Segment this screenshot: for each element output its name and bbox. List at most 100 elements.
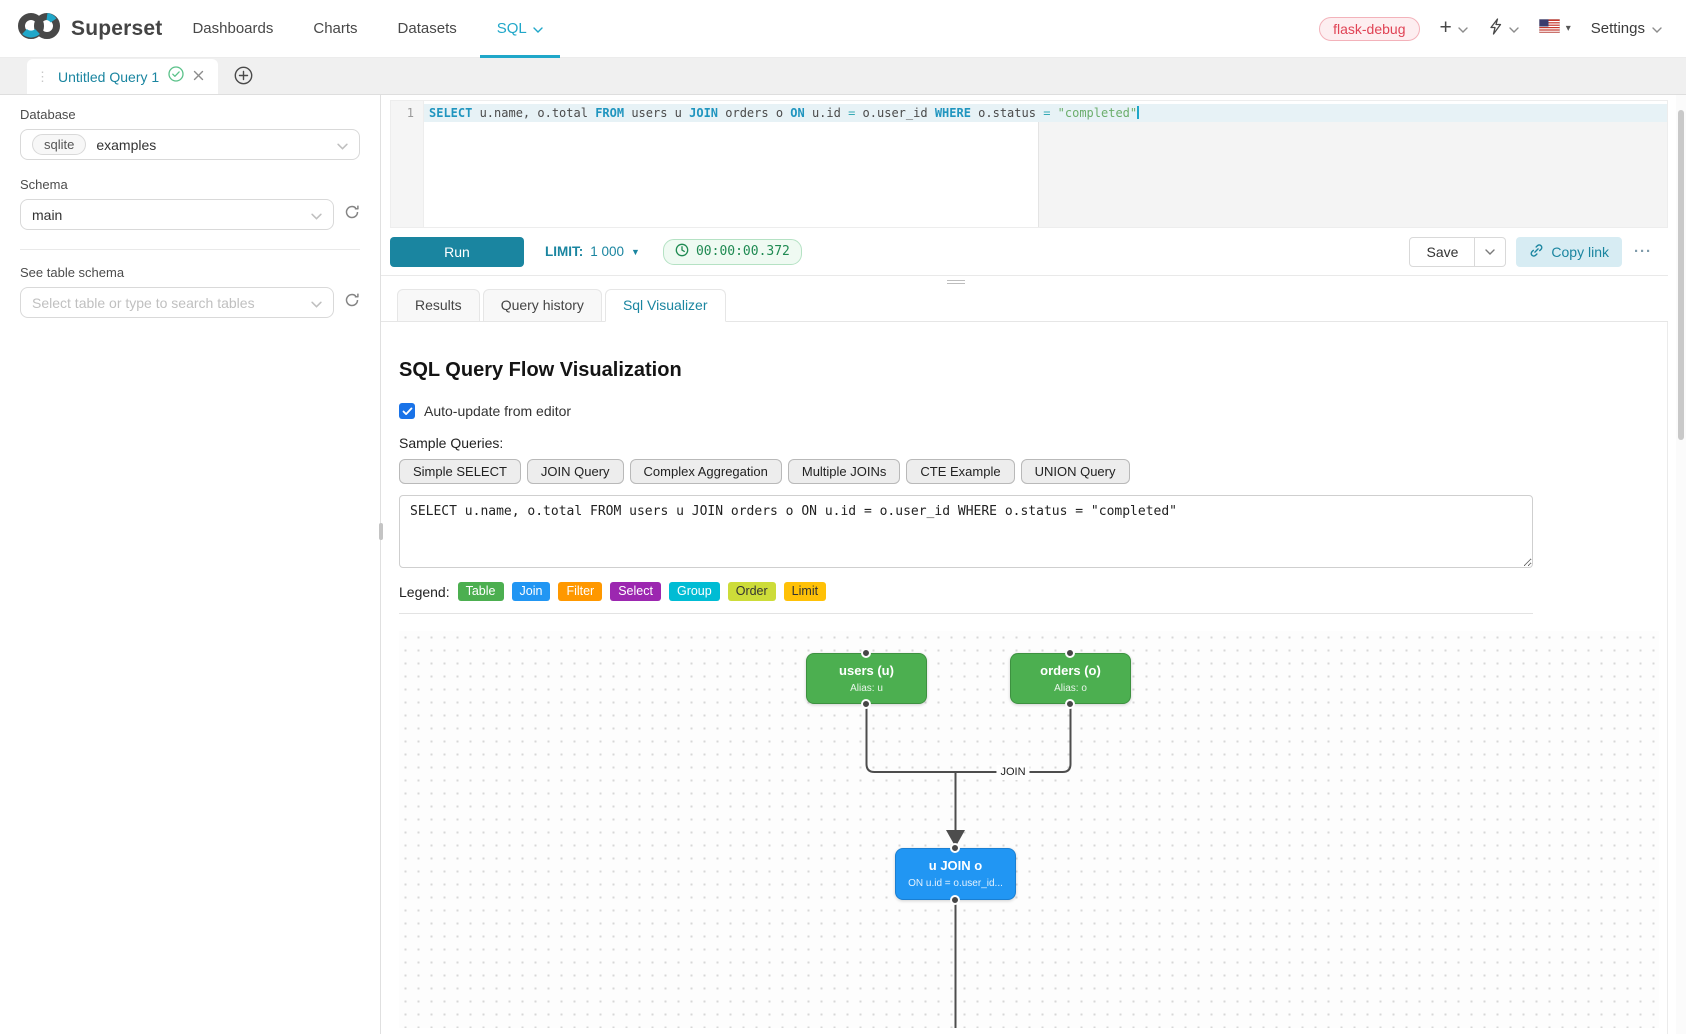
new-item-menu[interactable]: + [1439, 16, 1468, 39]
navbar-right: flask-debug + [1319, 16, 1662, 41]
node-handle [861, 648, 871, 658]
text-cursor [1137, 106, 1140, 119]
legend-chip-group: Group [668, 582, 720, 601]
more-actions-button[interactable]: ··· [1634, 243, 1652, 260]
editor-code-area[interactable]: SELECT u.name, o.total FROM users u JOIN… [424, 101, 1667, 227]
legend-chip-join: Join [511, 582, 551, 601]
new-query-tab-button[interactable] [234, 66, 253, 85]
sample-simple-select-button[interactable]: Simple SELECT [399, 459, 521, 484]
query-tab-untitled[interactable]: ⋮ Untitled Query 1 [27, 59, 219, 94]
legend-label: Legend: [399, 583, 450, 600]
run-query-button[interactable]: Run [390, 236, 524, 267]
pane-resize-handle[interactable] [947, 280, 965, 286]
flow-node-users[interactable]: users (u) Alias: u [806, 653, 927, 704]
page-scrollbar[interactable] [1676, 95, 1686, 1034]
auto-update-row: Auto-update from editor [399, 403, 1659, 419]
table-select[interactable]: Select table or type to search tables [20, 287, 334, 318]
sql-lab-sidebar: Database sqlite examples Schema main [0, 95, 383, 1034]
query-tab-title: Untitled Query 1 [58, 68, 160, 85]
environment-badge: flask-debug [1319, 16, 1420, 41]
chevron-down-icon [311, 295, 322, 311]
flow-node-join[interactable]: u JOIN o ON u.id = o.user_id... [895, 848, 1016, 900]
sql-line-1: SELECT u.name, o.total FROM users u JOIN… [429, 106, 1140, 120]
legend-chip-select: Select [610, 582, 661, 601]
query-tab-strip: ⋮ Untitled Query 1 [0, 58, 1686, 95]
flow-node-orders[interactable]: orders (o) Alias: o [1010, 653, 1131, 704]
check-circle-icon [168, 66, 184, 87]
top-navbar: Superset Dashboards Charts Datasets SQL … [0, 0, 1686, 58]
node-handle [861, 699, 871, 709]
table-select-placeholder: Select table or type to search tables [32, 294, 255, 311]
refresh-schemas-icon[interactable] [344, 204, 360, 225]
node-handle [1065, 699, 1075, 709]
sql-visualizer-panel: SQL Query Flow Visualization Auto-update… [381, 322, 1668, 1034]
sql-code-editor[interactable]: 1 SELECT u.name, o.total FROM users u JO… [390, 100, 1668, 228]
clock-icon [675, 243, 689, 261]
sample-union-query-button[interactable]: UNION Query [1020, 459, 1130, 484]
sample-multiple-joins-button[interactable]: Multiple JOINs [787, 459, 901, 484]
auto-update-checkbox[interactable] [399, 403, 415, 419]
sample-queries-row: Simple SELECT JOIN Query Complex Aggrega… [399, 459, 1659, 484]
line-number: 1 [406, 106, 414, 120]
sample-cte-example-button[interactable]: CTE Example [906, 459, 1015, 484]
chevron-down-icon [1458, 20, 1468, 38]
legend-chip-limit: Limit [783, 582, 827, 601]
close-tab-icon[interactable] [193, 68, 204, 86]
schema-select-value: main [32, 206, 63, 223]
node-handle [950, 895, 960, 905]
sql-editor-pane: 1 SELECT u.name, o.total FROM users u JO… [381, 95, 1686, 1034]
save-button[interactable]: Save [1409, 236, 1476, 267]
settings-menu[interactable]: Settings [1591, 20, 1662, 37]
save-split-button: Save [1409, 236, 1507, 267]
sample-complex-aggregation-button[interactable]: Complex Aggregation [629, 459, 782, 484]
editor-offpage-area [1038, 122, 1667, 227]
sidebar-resize-handle[interactable] [379, 523, 383, 540]
caret-down-icon: ▾ [1565, 23, 1571, 34]
nav-sql[interactable]: SQL [479, 0, 560, 58]
query-shortcut-menu[interactable] [1488, 17, 1519, 40]
us-flag-icon [1538, 18, 1561, 38]
main-nav: Dashboards Charts Datasets SQL [192, 0, 560, 58]
query-text-input[interactable]: SELECT u.name, o.total FROM users u JOIN… [399, 495, 1533, 568]
editor-active-line [424, 104, 1667, 122]
pane-divider [381, 275, 1668, 288]
auto-update-label: Auto-update from editor [424, 403, 572, 419]
editor-toolbar: Run LIMIT: 1 000 ▼ 00:00:00.372 Save [381, 228, 1668, 275]
database-select-value: examples [96, 136, 157, 153]
tab-results[interactable]: Results [397, 289, 480, 322]
query-flow-canvas[interactable]: JOIN users (u) Alias: u orders (o) Alias… [399, 631, 1659, 1028]
chevron-down-icon [337, 137, 348, 153]
tab-query-history[interactable]: Query history [482, 289, 602, 322]
nav-charts[interactable]: Charts [313, 20, 358, 37]
drag-handle-icon[interactable]: ⋮ [36, 68, 49, 84]
nav-datasets[interactable]: Datasets [397, 20, 457, 37]
workspace: Database sqlite examples Schema main [0, 95, 1686, 1034]
sample-queries-label: Sample Queries: [399, 435, 504, 451]
tab-sql-visualizer[interactable]: Sql Visualizer [604, 289, 726, 322]
nav-dashboards[interactable]: Dashboards [192, 20, 274, 37]
scrollbar-thumb[interactable] [1678, 110, 1684, 440]
node-handle [1065, 648, 1075, 658]
page-title: SQL Query Flow Visualization [399, 359, 682, 381]
link-icon [1529, 243, 1544, 261]
schema-select[interactable]: main [20, 199, 334, 230]
refresh-tables-icon[interactable] [344, 292, 360, 313]
join-edge-label: JOIN [996, 765, 1030, 780]
sample-join-query-button[interactable]: JOIN Query [526, 459, 624, 484]
chevron-down-icon [533, 20, 543, 37]
plus-icon: + [1439, 16, 1452, 39]
save-options-caret[interactable] [1475, 236, 1507, 267]
query-timer-badge: 00:00:00.372 [662, 238, 802, 265]
results-tab-bar: Results Query history Sql Visualizer [381, 288, 1668, 322]
limit-dropdown[interactable]: LIMIT: 1 000 ▼ [545, 244, 640, 259]
superset-logo[interactable]: Superset [16, 10, 162, 47]
language-selector[interactable]: ▾ [1538, 18, 1571, 38]
database-select[interactable]: sqlite examples [20, 129, 360, 160]
database-label: Database [20, 107, 76, 122]
chevron-down-icon [311, 207, 322, 223]
node-handle [950, 843, 960, 853]
caret-down-icon: ▼ [631, 246, 640, 257]
legend-divider [399, 613, 1533, 614]
copy-link-button[interactable]: Copy link [1516, 236, 1622, 267]
